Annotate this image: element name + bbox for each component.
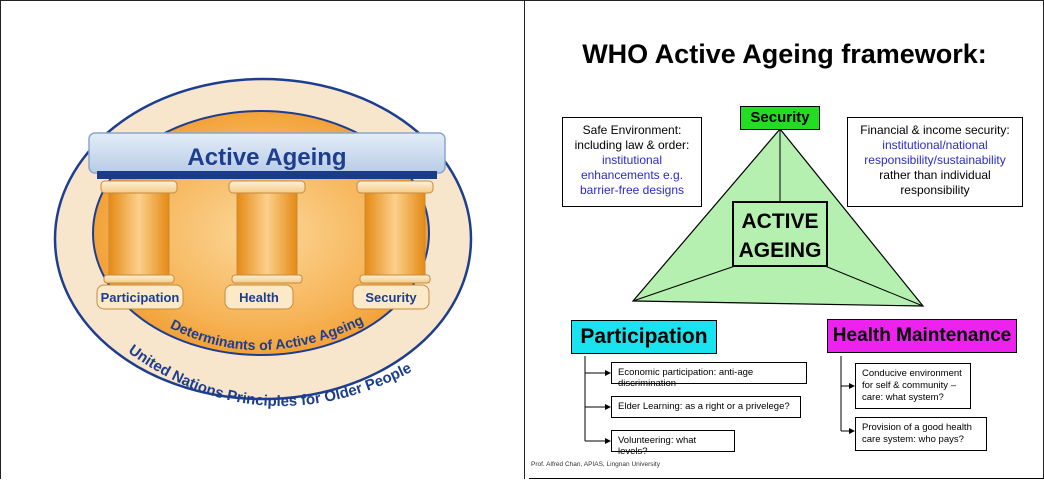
pillar-label-participation: Participation bbox=[96, 284, 184, 310]
svg-text:Participation: Participation bbox=[101, 290, 180, 305]
safe-environment-box: Safe Environment: including law & order:… bbox=[562, 117, 702, 207]
framework-title: WHO Active Ageing framework: bbox=[582, 39, 987, 69]
financial-security-box: Financial & income security: institution… bbox=[847, 117, 1023, 207]
active-ageing-banner: Active Ageing bbox=[88, 132, 446, 179]
pillar-label-health: Health bbox=[224, 284, 294, 310]
pillar-label-security: Security bbox=[352, 284, 430, 310]
svg-text:Security: Security bbox=[365, 290, 417, 305]
svg-text:Health: Health bbox=[239, 290, 279, 305]
pillar-participation bbox=[100, 180, 178, 284]
right-panel: WHO Active Ageing framework: Security Sa… bbox=[525, 0, 1044, 479]
left-panel: Active Ageing Participation Health Secur… bbox=[0, 0, 525, 479]
participation-item-volunteering: Volunteering: what levels? bbox=[611, 430, 735, 457]
participation-item-economic: Economic participation: anti-age discrim… bbox=[611, 362, 807, 389]
pillar-security bbox=[356, 180, 434, 284]
footer-credit: Prof. Alfred Chan, APIAS, Lingnan Univer… bbox=[531, 461, 660, 468]
participation-box: Participation bbox=[571, 320, 717, 354]
banner-title: Active Ageing bbox=[187, 144, 346, 171]
active-ageing-center-box: ACTIVE AGEING bbox=[732, 201, 828, 267]
health-maintenance-box: Health Maintenance bbox=[827, 319, 1017, 353]
health-item-environment: Conducive environment for self & communi… bbox=[855, 363, 971, 409]
participation-item-learning: Elder Learning: as a right or a priveleg… bbox=[611, 396, 801, 418]
health-item-provision: Provision of a good health care system: … bbox=[855, 417, 987, 451]
security-box: Security bbox=[740, 106, 820, 130]
pillar-health bbox=[228, 180, 306, 284]
active-ageing-pillars-diagram: Active Ageing Participation Health Secur… bbox=[53, 77, 473, 410]
